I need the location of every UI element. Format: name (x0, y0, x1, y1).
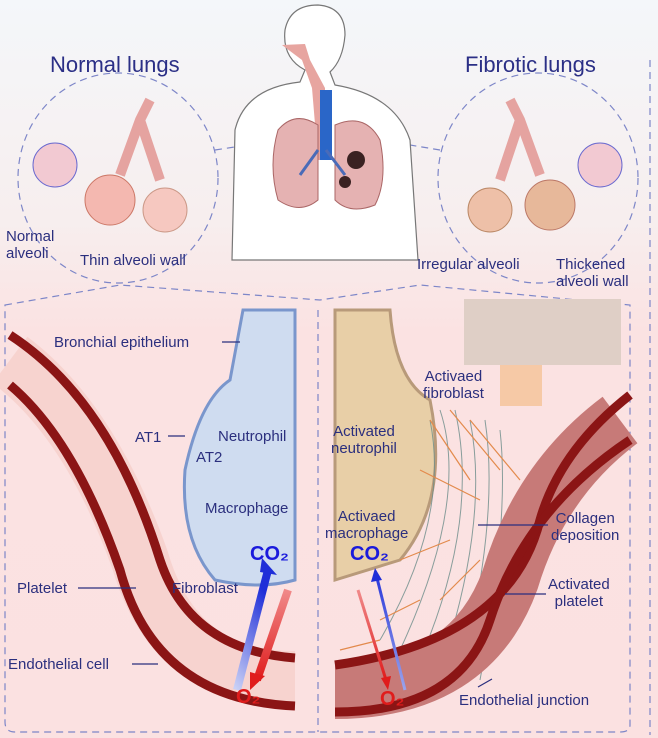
irregular-alveoli-label: Irregular alveoli (417, 256, 520, 273)
fibroblast-label: Fibroblast (172, 580, 238, 597)
activated-neutrophil-label: Activated neutrophil (331, 423, 397, 457)
fibrotic-alveoli-illustration (467, 97, 623, 233)
o2-label-normal: O₂ (236, 686, 261, 708)
thin-alveoli-wall-label: Thin alveoli wall (80, 252, 186, 269)
platelet-label: Platelet (17, 580, 68, 597)
activated-platelet-label: Activated platelet (548, 576, 610, 610)
leader-lines (78, 341, 548, 688)
co2-label-normal: CO₂ (250, 543, 289, 565)
label-line: Activaed (424, 368, 483, 385)
activated-fibroblasts (339, 409, 521, 651)
endothelial-junction-label: Endothelial junction (459, 692, 590, 709)
label-line: platelet (554, 593, 604, 610)
normal-capillary (0, 331, 296, 711)
label-line: Activated (333, 423, 395, 440)
label-line: neutrophil (331, 440, 397, 457)
macrophage-label: Macrophage (205, 500, 289, 517)
co2-label-fibrotic: CO₂ (350, 543, 389, 565)
normal-lungs-title: Normal lungs (50, 52, 180, 77)
normal-alveoli-illustration (32, 97, 188, 233)
label-line: Activated (548, 576, 610, 593)
label-line: Activaed (337, 508, 396, 525)
o2-arrow-fibrotic (356, 589, 388, 681)
beige-box (464, 299, 621, 365)
endothelial-cell-label: Endothelial cell (8, 656, 109, 673)
activated-macrophage-label: Activaed macrophage (325, 508, 408, 542)
human-silhouette (231, 4, 419, 261)
fibrotic-lungs-title: Fibrotic lungs (465, 52, 596, 77)
label-line: macrophage (325, 525, 409, 542)
label-line: alveoli (6, 245, 49, 262)
at2-label: AT2 (196, 449, 223, 466)
neutrophil-label: Neutrophil (218, 428, 287, 445)
label-line: Normal (6, 228, 55, 245)
label-line: deposition (551, 527, 620, 544)
normal-alveoli-label: Normal alveoli (6, 228, 54, 262)
collagen-fibers (379, 409, 503, 681)
co2-arrow-fibrotic (375, 577, 407, 691)
label-line: Thickened (556, 256, 626, 273)
o2-label-fibrotic: O₂ (380, 688, 405, 710)
orange-box (500, 365, 542, 406)
activated-fibroblast-label: Activaed fibroblast (423, 368, 484, 402)
collagen-deposition-label: Collagen deposition (551, 510, 619, 544)
thickened-alveoli-wall-label: Thickened alveoli wall (556, 256, 629, 290)
at1-label: AT1 (135, 429, 162, 446)
fibrotic-alveolus (333, 308, 438, 583)
label-line: Collagen (555, 510, 615, 527)
o2-arrow-normal (253, 588, 292, 682)
co2-arrow-normal (233, 568, 272, 692)
label-line: fibroblast (423, 385, 484, 402)
bronchial-epithelium-label: Bronchial epithelium (54, 334, 190, 351)
fibrotic-capillary (334, 391, 638, 719)
label-line: alveoli wall (556, 273, 629, 290)
